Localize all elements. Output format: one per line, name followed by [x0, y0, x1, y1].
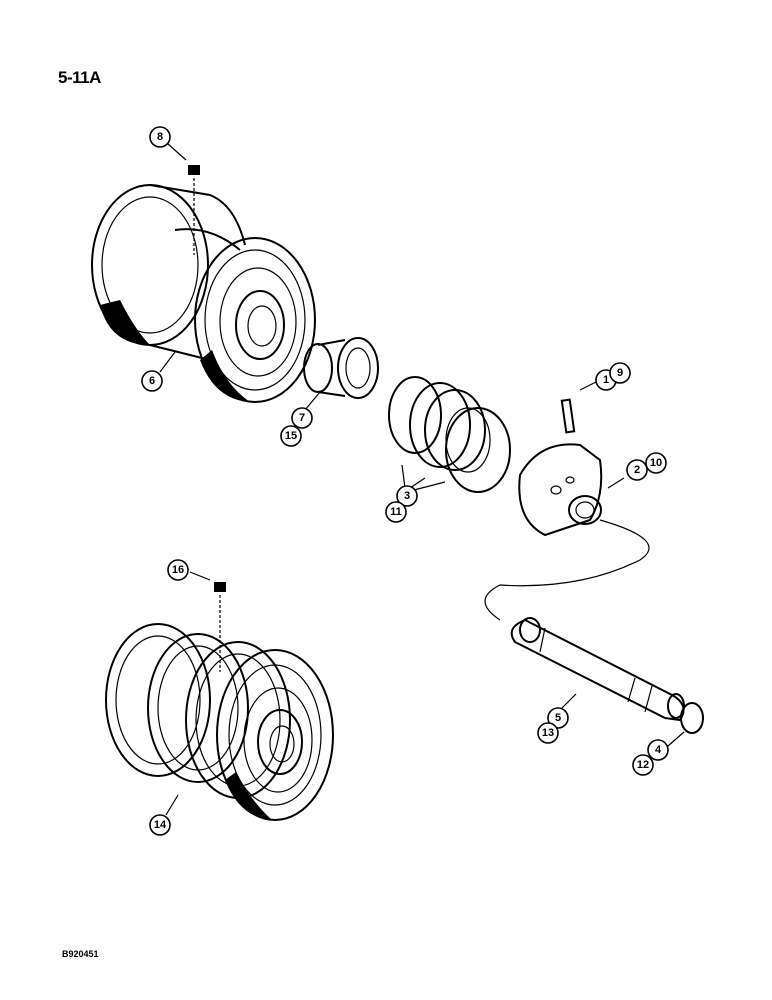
callout-13: 13 [537, 722, 559, 744]
collar-part-2 [484, 443, 650, 621]
plug-part-16 [189, 571, 226, 672]
plug-part-8 [167, 143, 200, 255]
page-label: 5-11A [58, 68, 101, 87]
callout-15: 15 [280, 425, 302, 447]
svg-text:5: 5 [555, 712, 561, 724]
callout-8: 8 [149, 126, 171, 148]
callout-10: 10 [645, 452, 667, 474]
svg-text:1: 1 [603, 374, 609, 386]
callout-12: 12 [632, 754, 654, 776]
bushing-part-7 [303, 337, 379, 411]
callout-5: 5 [547, 707, 569, 729]
callout-7: 7 [291, 407, 313, 429]
callout-6: 6 [141, 370, 163, 392]
svg-text:2: 2 [634, 464, 640, 476]
svg-text:7: 7 [299, 412, 305, 424]
svg-text:12: 12 [637, 759, 649, 771]
figure-code: B920451 [62, 949, 99, 959]
callout-2: 2 [626, 459, 648, 481]
single-flange-roller [91, 184, 316, 403]
callout-4: 4 [647, 739, 669, 761]
svg-text:16: 16 [172, 564, 184, 576]
svg-text:6: 6 [149, 375, 155, 387]
svg-text:11: 11 [390, 506, 402, 518]
svg-text:15: 15 [285, 430, 297, 442]
svg-text:14: 14 [154, 819, 167, 831]
svg-text:9: 9 [617, 367, 623, 379]
svg-text:3: 3 [404, 490, 410, 502]
svg-text:8: 8 [157, 131, 163, 143]
seal-group-part-3 [388, 376, 511, 493]
svg-text:13: 13 [542, 727, 554, 739]
svg-text:10: 10 [650, 457, 662, 469]
o-ring-part-4 [667, 702, 704, 747]
pin-part-1 [560, 381, 597, 434]
svg-text:4: 4 [655, 744, 662, 756]
double-flange-roller [105, 623, 334, 821]
callout-11: 11 [385, 501, 407, 523]
callout-3: 3 [396, 485, 418, 507]
callout-9: 9 [609, 362, 631, 384]
callout-16: 16 [167, 559, 189, 581]
shaft-part-5 [510, 617, 685, 722]
callout-14: 14 [149, 814, 171, 836]
